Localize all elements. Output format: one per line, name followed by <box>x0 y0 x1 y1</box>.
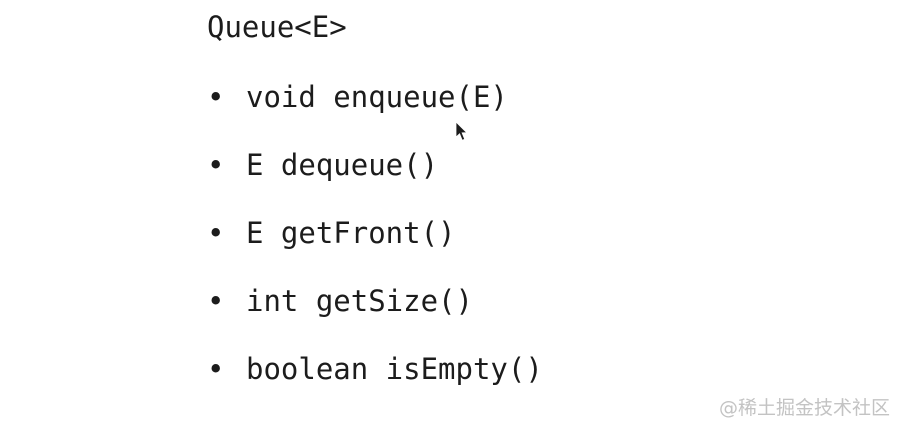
method-signature: void enqueue(E) <box>246 80 508 114</box>
list-item: • E getFront() <box>207 216 456 250</box>
method-signature: boolean isEmpty() <box>246 352 543 386</box>
bullet-icon: • <box>207 148 225 182</box>
method-signature: E dequeue() <box>246 148 439 182</box>
list-item: • void enqueue(E) <box>207 80 508 114</box>
bullet-icon: • <box>207 284 225 318</box>
method-signature: E getFront() <box>246 216 456 250</box>
list-item: • boolean isEmpty() <box>207 352 543 386</box>
list-item: • int getSize() <box>207 284 473 318</box>
slide-title: Queue<E> <box>207 10 347 44</box>
watermark: @稀土掘金技术社区 <box>718 397 890 419</box>
bullet-icon: • <box>207 80 225 114</box>
bullet-icon: • <box>207 352 225 386</box>
method-signature: int getSize() <box>246 284 473 318</box>
list-item: • E dequeue() <box>207 148 438 182</box>
bullet-icon: • <box>207 216 225 250</box>
